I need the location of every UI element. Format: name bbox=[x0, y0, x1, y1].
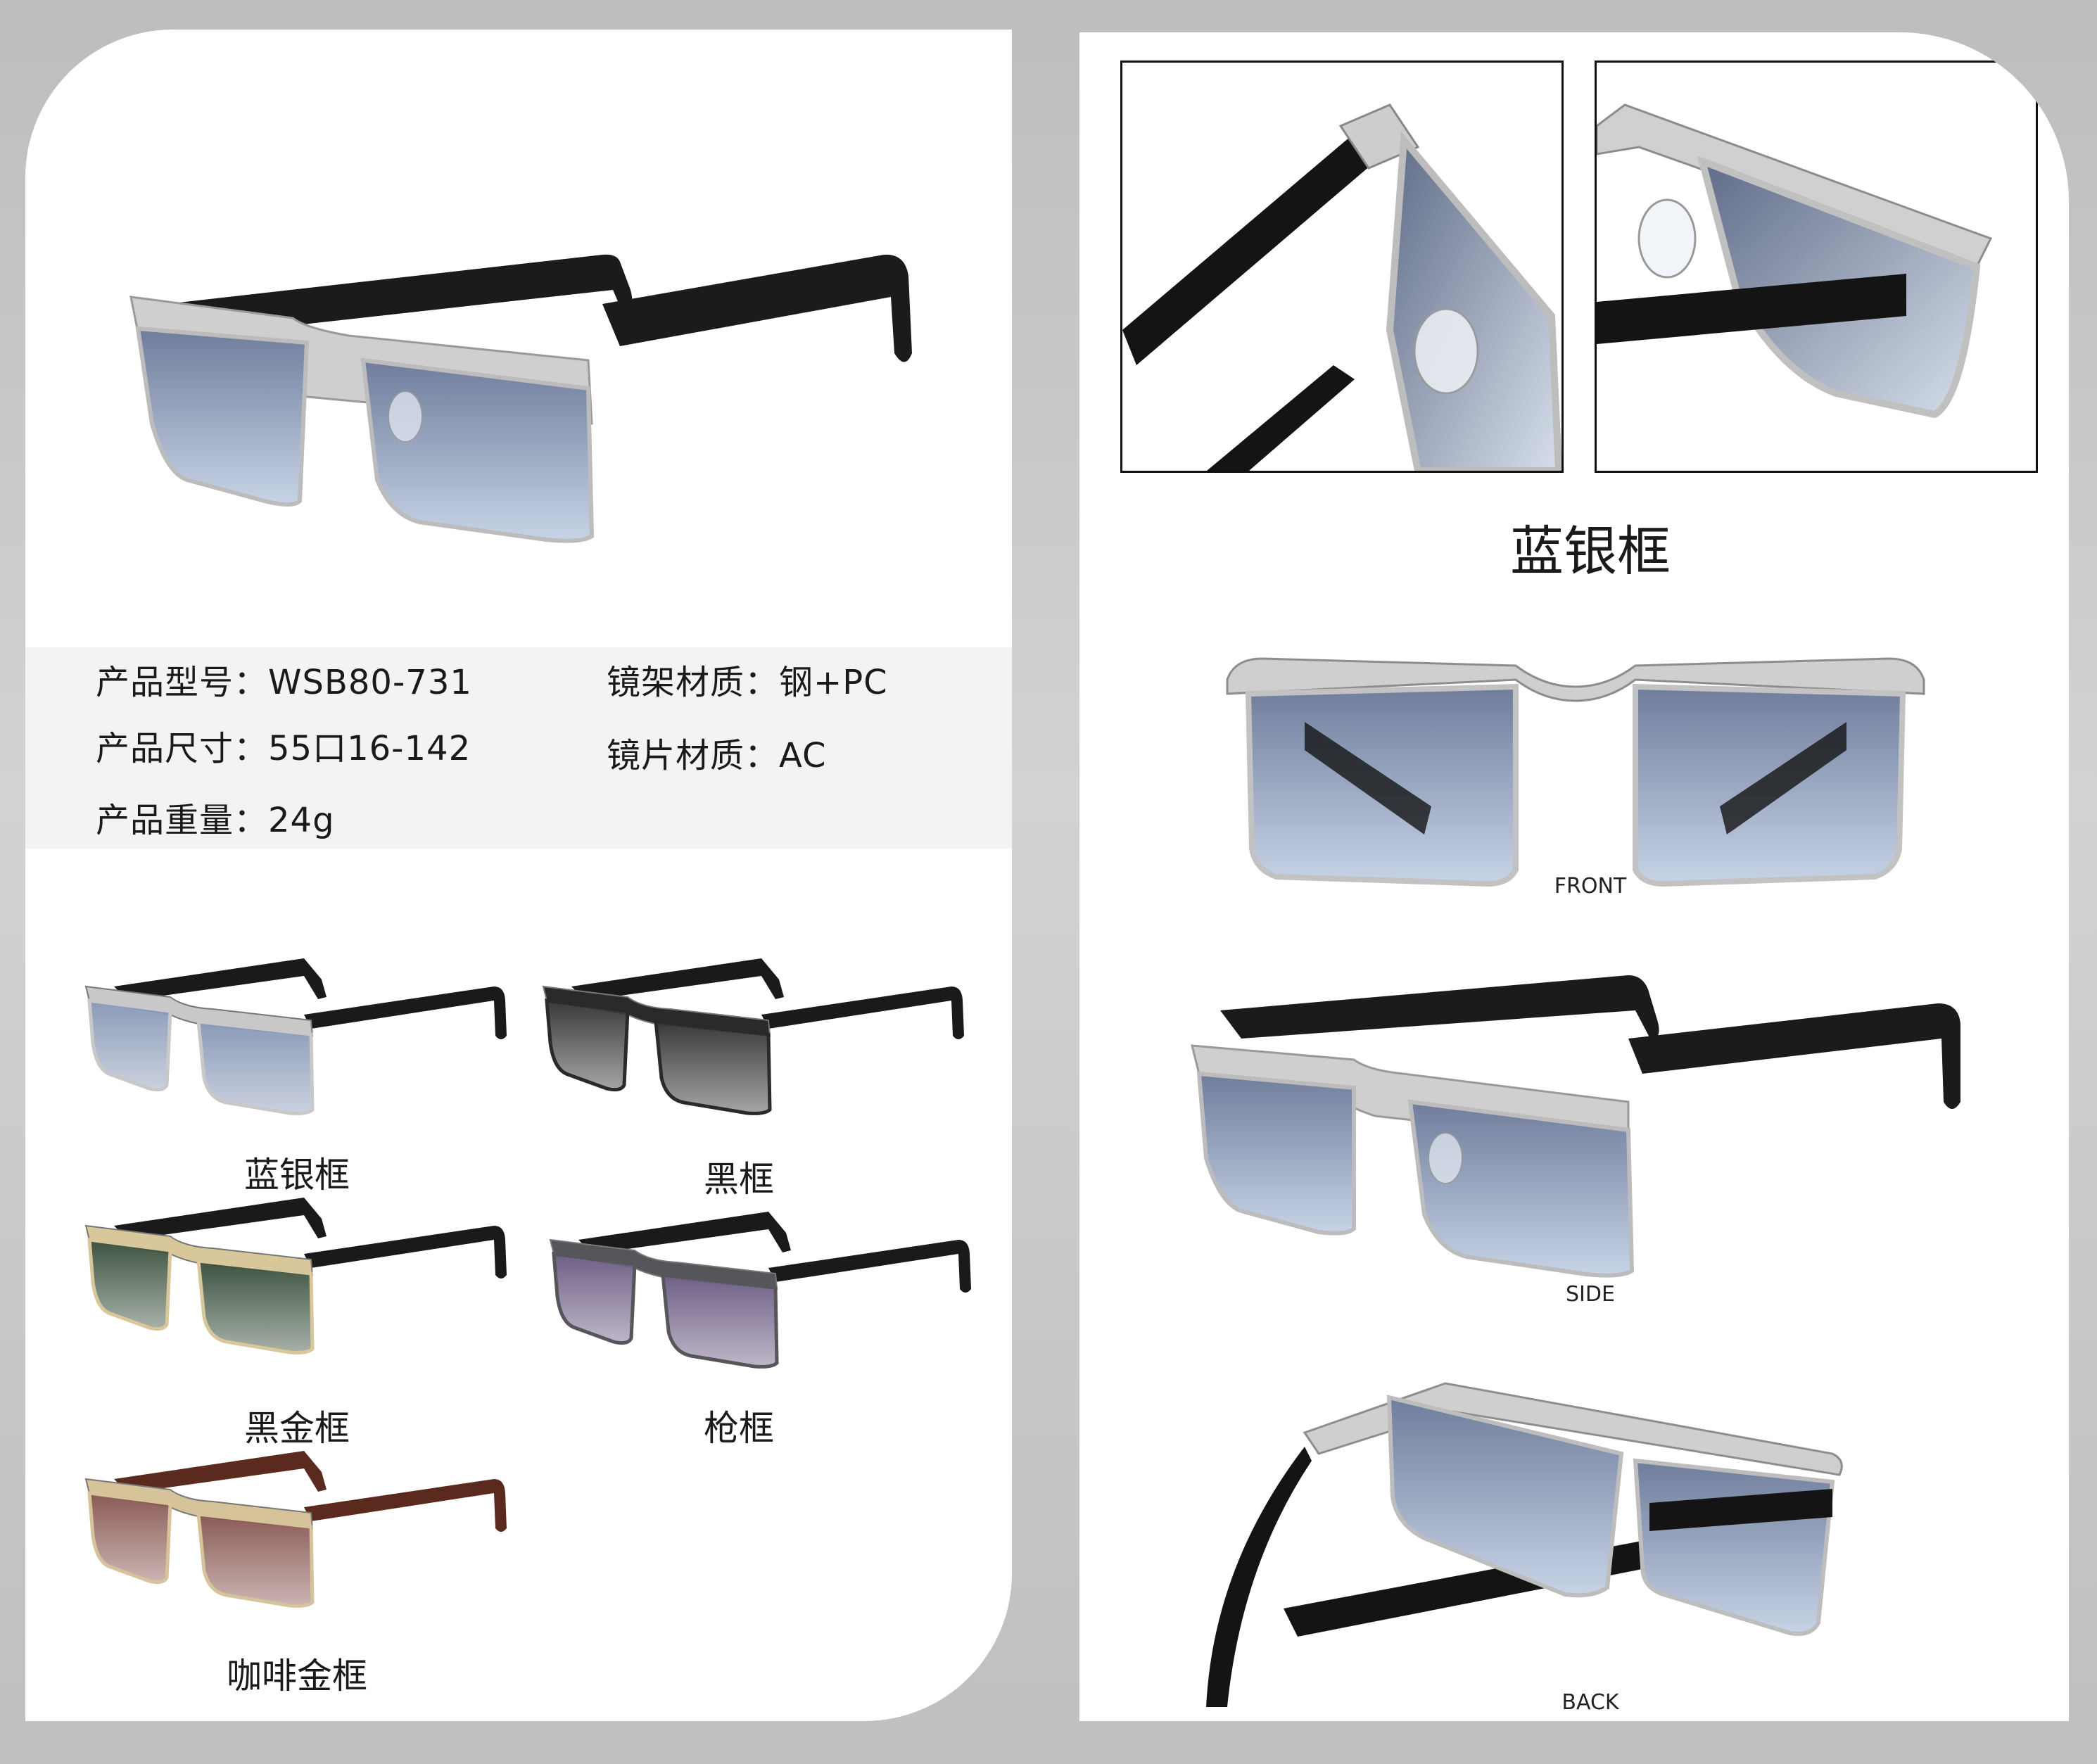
spec-lens-material: 镜片材质：AC bbox=[607, 728, 827, 777]
left-panel: 产品型号：WSB80-731 产品尺寸：55口16-142 产品重量：24g 镜… bbox=[25, 30, 1012, 1721]
variant-label-1: 黑框 bbox=[704, 1159, 774, 1200]
variant-label-3: 枪框 bbox=[704, 1408, 774, 1449]
detail-closeup-nosepad bbox=[1595, 61, 2038, 473]
spec-size: 产品尺寸：55口16-142 bbox=[96, 721, 471, 770]
spec-size-label: 产品尺寸： bbox=[96, 729, 269, 768]
variant-thumb-4[interactable] bbox=[72, 1437, 522, 1641]
back-view-image bbox=[1206, 1382, 1843, 1707]
spec-weight: 产品重量：24g bbox=[96, 792, 335, 842]
spec-model-value: WSB80-731 bbox=[268, 663, 472, 702]
nosepad-closeup-image bbox=[1597, 103, 1993, 419]
detail-closeup-hinge bbox=[1120, 61, 1564, 473]
hero-sunglasses-image bbox=[129, 254, 912, 543]
spec-band bbox=[25, 647, 1012, 849]
right-panel: 蓝银框 FRONT SIDE BACK bbox=[1079, 32, 2069, 1721]
variant-label-0: 蓝银框 bbox=[244, 1155, 350, 1195]
spec-size-value: 55口16-142 bbox=[268, 729, 471, 768]
spec-frame-material-label: 镜架材质： bbox=[607, 663, 780, 702]
hinge-closeup-image bbox=[1122, 103, 1561, 471]
side-view-image bbox=[1191, 975, 1960, 1278]
spec-frame-material-value: 钢+PC bbox=[779, 663, 888, 702]
variant-thumb-2[interactable] bbox=[72, 1184, 522, 1388]
view-label-back: BACK bbox=[1561, 1690, 1619, 1715]
view-label-front: FRONT bbox=[1554, 874, 1627, 899]
variant-thumb-3[interactable] bbox=[536, 1198, 987, 1402]
variant-label-2: 黑金框 bbox=[244, 1408, 350, 1449]
featured-variant-title: 蓝银框 bbox=[1510, 520, 1671, 583]
spec-lens-material-label: 镜片材质： bbox=[607, 736, 780, 775]
spec-model: 产品型号：WSB80-731 bbox=[96, 654, 472, 704]
variant-label-4: 咖啡金框 bbox=[227, 1656, 367, 1696]
front-view-image bbox=[1226, 657, 1925, 887]
variant-thumb-0[interactable] bbox=[72, 944, 522, 1148]
spec-lens-material-value: AC bbox=[779, 736, 827, 775]
view-label-side: SIDE bbox=[1566, 1282, 1615, 1307]
spec-frame-material: 镜架材质：钢+PC bbox=[607, 654, 888, 704]
variant-thumb-1[interactable] bbox=[529, 944, 980, 1148]
spec-weight-label: 产品重量： bbox=[96, 801, 269, 840]
spec-model-label: 产品型号： bbox=[96, 663, 269, 702]
spec-weight-value: 24g bbox=[268, 801, 335, 840]
